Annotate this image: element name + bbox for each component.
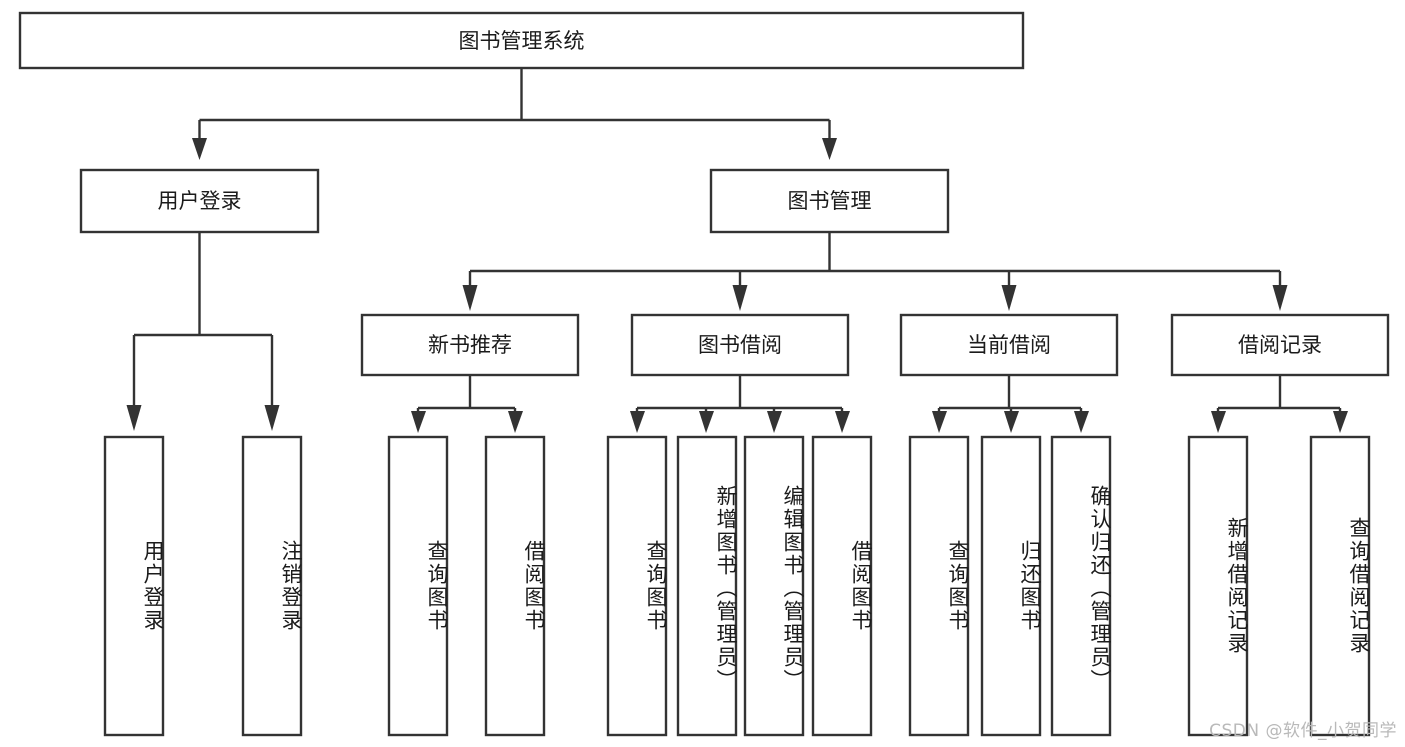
node-borrow-record[interactable] xyxy=(1170,313,1390,377)
node-user-login-label: 用户登录 xyxy=(158,189,242,213)
node-new-book-recommend[interactable] xyxy=(360,313,580,377)
arrowhead-bb-add xyxy=(699,411,714,433)
arrowhead-user-login xyxy=(192,138,207,160)
node-user-login[interactable] xyxy=(79,168,320,234)
node-leaf-add-borrow-record[interactable] xyxy=(1187,435,1249,737)
node-root-system-label: 图书管理系统 xyxy=(459,29,585,53)
node-leaf-query-book-bb[interactable] xyxy=(606,435,668,737)
arrowhead-current-borrow xyxy=(1001,285,1017,311)
arrowhead-br-add xyxy=(1211,411,1226,433)
arrowhead-br-query xyxy=(1333,411,1348,433)
arrowhead-leaf-logout xyxy=(264,405,280,431)
node-book-borrow[interactable] xyxy=(630,313,850,377)
node-leaf-return-book[interactable] xyxy=(980,435,1042,737)
arrowhead-newbook-borrow xyxy=(508,411,523,433)
node-leaf-confirm-return-admin[interactable] xyxy=(1050,435,1112,737)
connector-layer xyxy=(126,68,1348,433)
node-leaf-add-book-admin[interactable] xyxy=(676,435,738,737)
arrowhead-cb-return xyxy=(1004,411,1019,433)
arrowhead-bb-edit xyxy=(767,411,782,433)
node-leaf-borrow-book-nbr[interactable] xyxy=(484,435,546,737)
arrowhead-bb-borrow xyxy=(835,411,850,433)
node-book-management-label: 图书管理 xyxy=(788,189,872,213)
arrowhead-cb-confirm xyxy=(1074,411,1089,433)
node-leaf-logout[interactable] xyxy=(241,435,303,737)
node-leaf-query-book-cb[interactable] xyxy=(908,435,970,737)
node-root-system[interactable] xyxy=(18,11,1025,70)
node-book-borrow-label: 图书借阅 xyxy=(698,333,782,357)
node-leaf-edit-book-admin[interactable] xyxy=(743,435,805,737)
node-current-borrow-label: 当前借阅 xyxy=(967,333,1051,357)
node-new-book-recommend-label: 新书推荐 xyxy=(428,333,512,357)
node-leaf-user-login[interactable] xyxy=(103,435,165,737)
arrowhead-new-book-rec xyxy=(462,285,478,311)
node-leaf-borrow-book-bb[interactable] xyxy=(811,435,873,737)
arrowhead-bb-query xyxy=(630,411,645,433)
node-book-management[interactable] xyxy=(709,168,950,234)
arrowhead-book-borrow xyxy=(732,285,748,311)
node-leaf-query-book-nbr[interactable] xyxy=(387,435,449,737)
csdn-watermark: CSDN @软件_小贺同学 xyxy=(1209,721,1397,741)
arrowhead-leaf-user-login xyxy=(126,405,142,431)
node-borrow-record-label: 借阅记录 xyxy=(1238,333,1322,357)
arrowhead-cb-query xyxy=(932,411,947,433)
arrowhead-borrow-record xyxy=(1272,285,1288,311)
arrowhead-book-mgmt xyxy=(822,138,837,160)
node-current-borrow[interactable] xyxy=(899,313,1119,377)
node-layer: 图书管理系统 用户登录 图书管理 新书推荐 图书借阅 当前借阅 借阅记录 xyxy=(18,11,1390,737)
node-leaf-query-borrow-record[interactable] xyxy=(1309,435,1371,737)
arrowhead-newbook-query xyxy=(411,411,426,433)
